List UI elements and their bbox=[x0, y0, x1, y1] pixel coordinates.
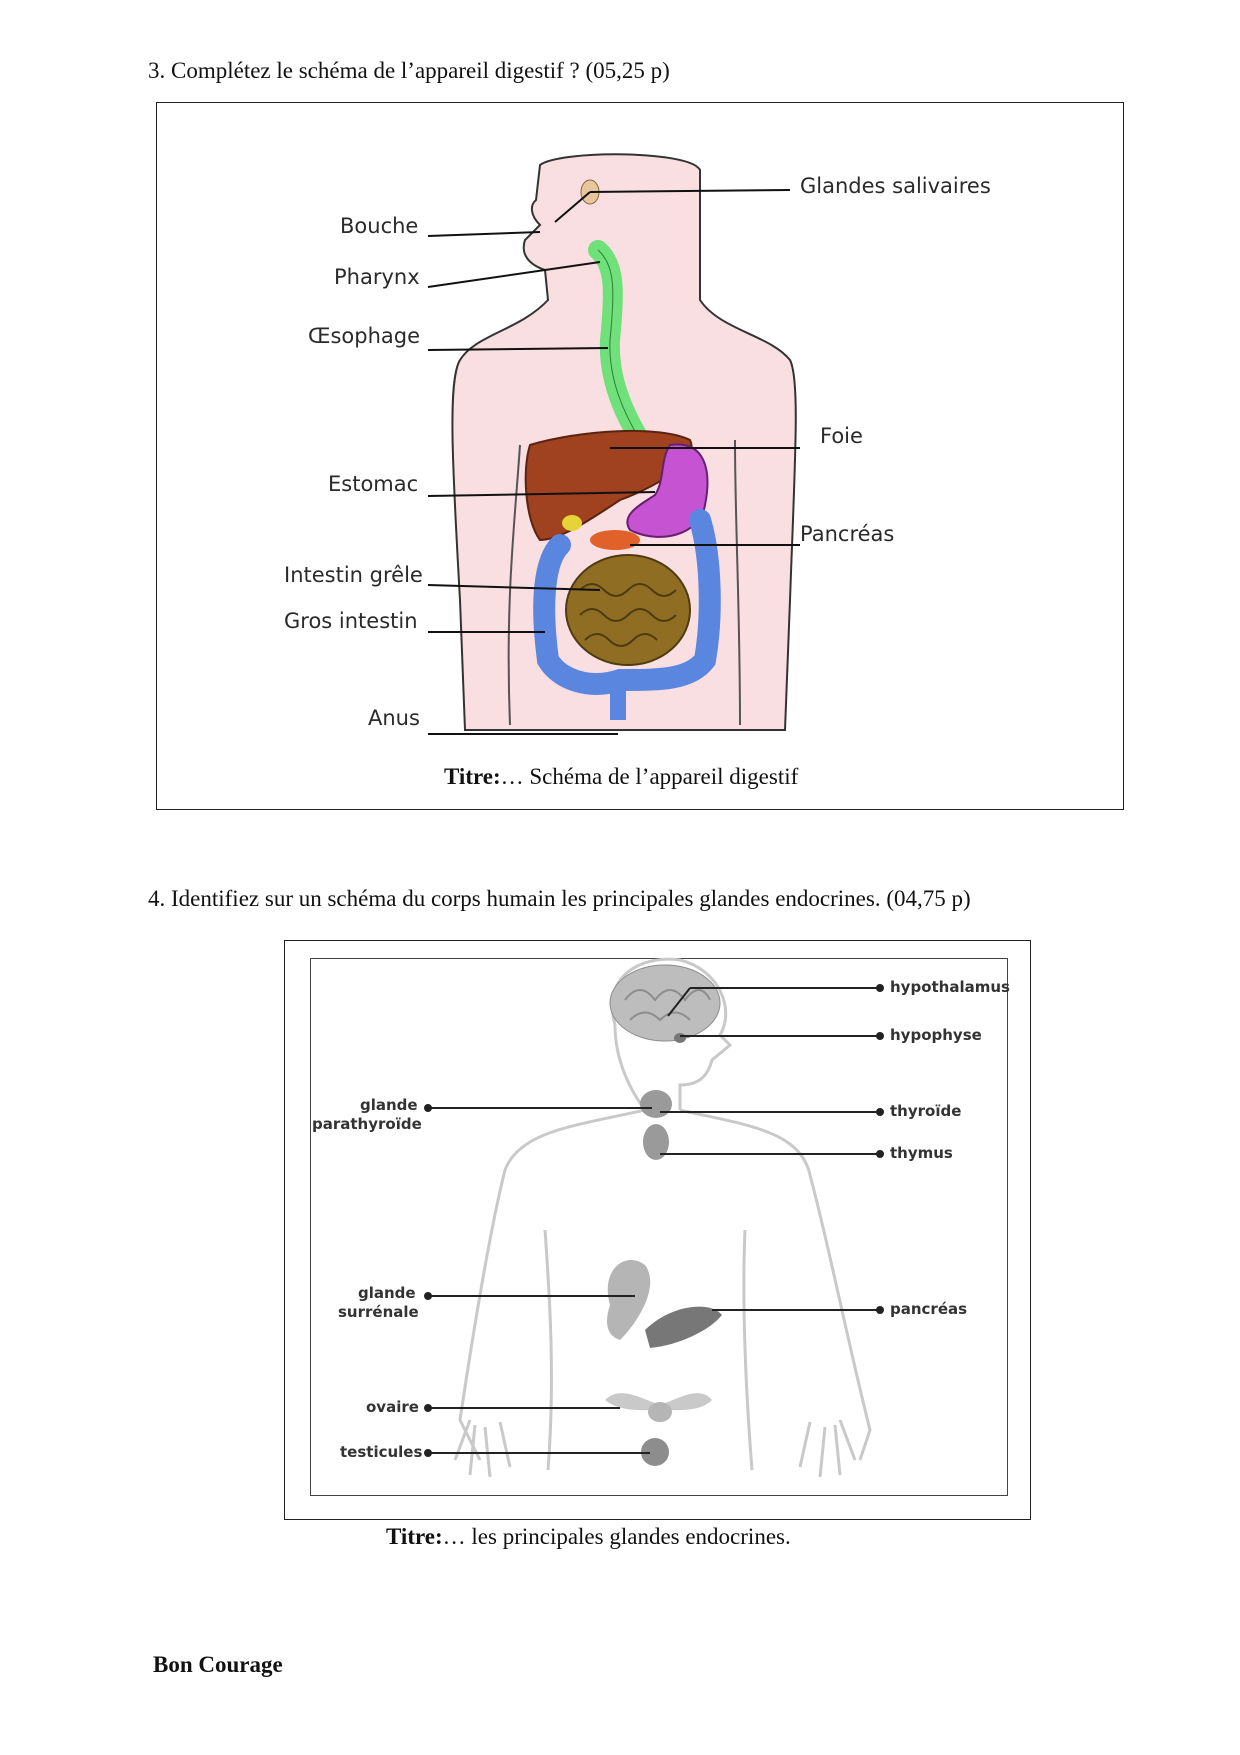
right-arm-outline bbox=[734, 439, 741, 726]
label-thymus: thymus bbox=[890, 1144, 953, 1162]
footer-bon-courage: Bon Courage bbox=[153, 1652, 283, 1677]
label-anus: Anus bbox=[368, 706, 420, 730]
leader-bouche bbox=[427, 231, 541, 237]
question-4: 4. Identifiez sur un schéma du corps hum… bbox=[148, 886, 971, 911]
leader-grele bbox=[427, 584, 601, 591]
caption-title-text: … Schéma de l’appareil digestif bbox=[500, 764, 799, 789]
label-parathyroide-line1: glande bbox=[360, 1096, 418, 1114]
label-pancreas: Pancréas bbox=[800, 522, 895, 546]
caption-title-label-2: Titre: bbox=[386, 1524, 443, 1549]
brain-shape bbox=[609, 964, 721, 1042]
thymus-shape bbox=[643, 1124, 669, 1160]
label-parathyroide-line2: parathyroïde bbox=[312, 1115, 422, 1133]
left-arm-outline bbox=[507, 444, 521, 726]
digestive-caption: Titre:… Schéma de l’appareil digestif bbox=[444, 764, 798, 790]
label-bouche: Bouche bbox=[340, 214, 419, 238]
label-glandes-salivaires: Glandes salivaires bbox=[800, 174, 991, 198]
label-ovaire: ovaire bbox=[366, 1398, 419, 1416]
thyroide-shape bbox=[640, 1090, 672, 1118]
stomach-shape bbox=[626, 443, 709, 538]
label-surrenale-line1: glande bbox=[358, 1284, 416, 1302]
question-3: 3. Complétez le schéma de l’appareil dig… bbox=[148, 58, 670, 83]
label-gros-intestin: Gros intestin bbox=[284, 609, 418, 633]
right-hand-outline bbox=[798, 1419, 857, 1478]
leader-oesophage bbox=[427, 347, 609, 351]
pancreas-shape bbox=[590, 530, 640, 550]
endocrine-caption: Titre:… les principales glandes endocrin… bbox=[386, 1524, 791, 1550]
leader-salivaires bbox=[589, 189, 791, 193]
label-intestin-grele: Intestin grêle bbox=[284, 563, 423, 587]
ovary-shape bbox=[605, 1393, 712, 1411]
left-hand-outline bbox=[453, 1419, 512, 1478]
gallbladder-shape bbox=[562, 515, 582, 531]
label-foie: Foie bbox=[820, 424, 863, 448]
leader-estomac bbox=[427, 491, 656, 497]
label-hypophyse: hypophyse bbox=[890, 1026, 982, 1044]
label-hypothalamus: hypothalamus bbox=[890, 978, 1010, 996]
label-oesophage: Œsophage bbox=[308, 324, 421, 348]
label-pharynx: Pharynx bbox=[334, 265, 420, 289]
endocrine-diagram-outer-frame bbox=[284, 940, 1031, 1520]
torso-outline bbox=[458, 1108, 646, 1461]
pancreas-shape-endocrine bbox=[645, 1306, 722, 1348]
caption-title-text-2: … les principales glandes endocrines. bbox=[442, 1524, 791, 1549]
hypophyse-shape bbox=[674, 1033, 686, 1043]
label-testicules: testicules bbox=[340, 1443, 423, 1461]
small-intestine-shape bbox=[565, 554, 691, 666]
surrenale-shape bbox=[607, 1259, 651, 1340]
liver-shape bbox=[524, 429, 693, 542]
caption-title-label: Titre: bbox=[444, 764, 501, 789]
label-pancreas-endocrine: pancréas bbox=[890, 1300, 968, 1318]
label-thyroide: thyroïde bbox=[890, 1102, 962, 1120]
leader-pharynx bbox=[427, 261, 601, 288]
label-estomac: Estomac bbox=[328, 472, 419, 496]
testicules-shape bbox=[641, 1438, 669, 1466]
digestive-diagram-frame bbox=[156, 102, 1124, 810]
label-surrenale-line2: surrénale bbox=[338, 1303, 419, 1321]
